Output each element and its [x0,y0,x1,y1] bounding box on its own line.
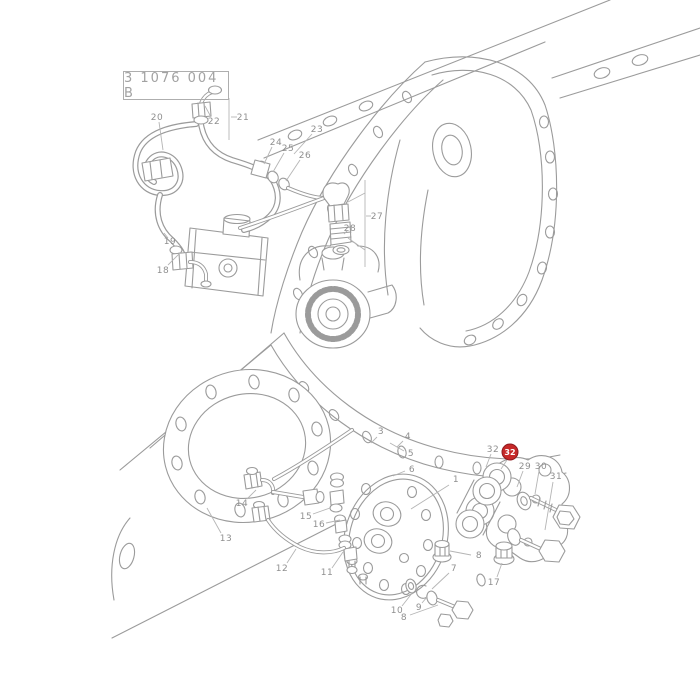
callout-3: 3 [378,427,384,437]
callout-12: 12 [276,564,288,574]
leader-line [167,251,182,266]
leader-line [246,489,257,500]
gasket-pair [455,462,512,539]
leader-line [331,551,344,569]
callout-16: 16 [313,520,325,530]
callout-28: 28 [344,224,356,234]
connector-stack [329,472,358,562]
callout-8: 8 [401,613,407,623]
callout-5: 5 [408,449,414,459]
leader-line [343,230,348,235]
leader-line [516,470,524,488]
lube-pipes [243,466,346,555]
leader-line [347,192,366,203]
flange-gasket-ring [162,368,332,524]
leader-line [401,591,414,607]
frame-beam [257,0,700,159]
leader-line [325,519,341,524]
callout-30: 30 [535,462,547,472]
callout-19: 19 [164,237,176,247]
callout-14: 14 [236,499,248,509]
leader-line [163,232,169,239]
callout-31: 31 [550,472,562,482]
callout-25: 25 [282,144,294,154]
leader-line [204,105,212,118]
callout-23: 23 [311,125,323,135]
callout-7: 7 [451,564,457,574]
callout-4: 4 [405,432,411,442]
leader-line [534,470,540,495]
callout-24: 24 [270,138,282,148]
callout-6: 6 [409,465,415,475]
callout-32-highlight[interactable]: 32 [504,448,515,457]
leader-line [449,550,472,556]
diagram-ref-label: 3 1076 004 B [123,71,229,101]
hose-assembly [132,85,326,288]
leader-line [409,604,439,616]
callout-29: 29 [519,462,531,472]
nuts-hardware [405,539,515,628]
callout-17: 17 [488,578,500,588]
pressure-sensor [238,182,352,256]
leader-line [485,453,492,468]
leader-line [272,152,285,173]
callout-18: 18 [157,266,169,276]
leader-line [293,133,313,155]
callout-20: 20 [151,113,163,123]
leader-line [312,507,331,515]
leader-line [263,146,273,165]
callout-26: 26 [299,151,311,161]
leader-line [496,562,503,578]
highlight-badge[interactable] [501,443,519,461]
leader-line [286,548,297,564]
leader-line [347,237,366,251]
leader-line [544,481,554,531]
leader-line [410,484,450,510]
leader-line [158,121,164,151]
callout-8: 8 [476,551,482,561]
leader-line [421,596,428,604]
leader-line [431,572,450,590]
hydraulic-pump [295,239,397,349]
callout-9: 9 [416,603,422,613]
callout-1: 1 [453,475,459,485]
leader-line [392,470,406,477]
leader-line [389,442,405,452]
leader-line [370,436,378,444]
leader-line [396,440,404,448]
mounting-bolts [507,491,581,563]
transmission-housing [270,56,559,348]
callout-13: 13 [220,534,232,544]
callout-21: 21 [237,113,249,123]
callout-27: 27 [371,212,383,222]
callout-15: 15 [300,512,312,522]
callout-22: 22 [208,117,220,127]
leader-line [206,507,222,534]
leader-line [500,459,508,470]
callout-10: 10 [391,606,403,616]
callout-11: 11 [321,568,333,578]
callout-32: 32 [487,445,499,455]
leader-line [285,159,301,182]
